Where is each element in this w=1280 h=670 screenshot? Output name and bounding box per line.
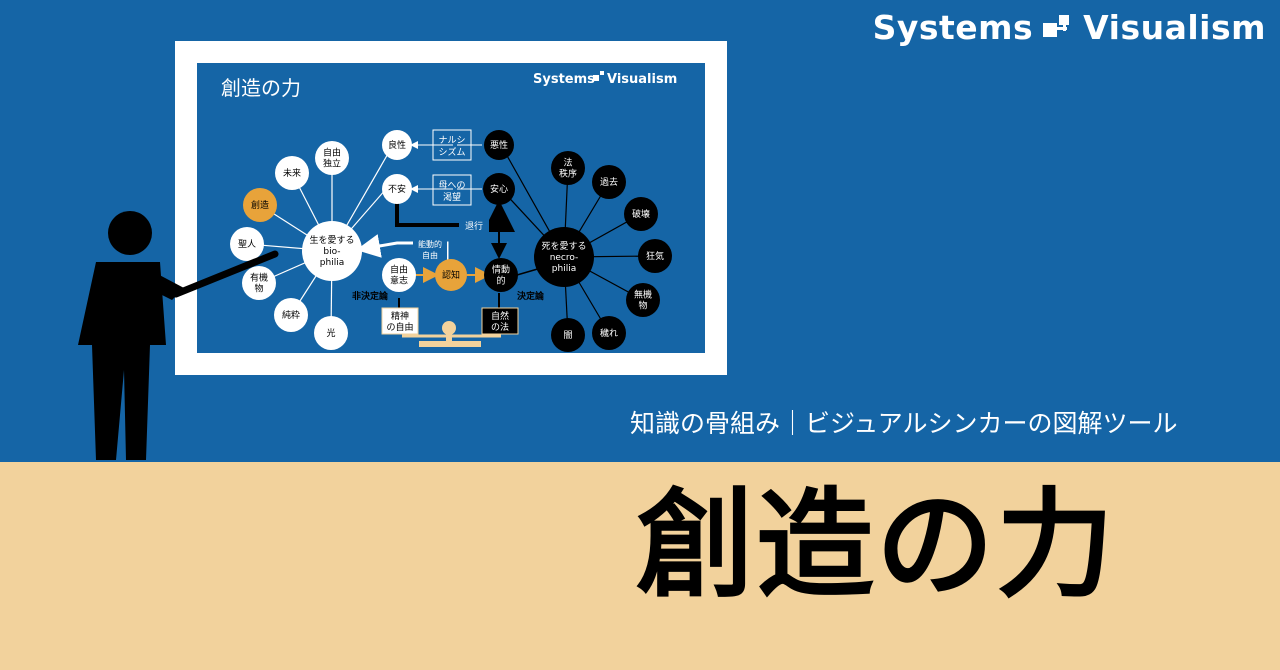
svg-text:意志: 意志 [390, 275, 408, 287]
svg-text:情動: 情動 [492, 264, 510, 276]
balance-scale-icon [381, 293, 519, 347]
svg-text:聖人: 聖人 [238, 239, 256, 250]
svg-text:不安: 不安 [388, 183, 406, 195]
svg-text:良性: 良性 [388, 139, 406, 151]
page-title: 創造の力 [636, 476, 1117, 614]
svg-text:悪性: 悪性 [490, 139, 508, 151]
svg-text:穢れ: 穢れ [600, 327, 618, 339]
slide-brand-left: Systems [533, 72, 595, 87]
necro-node: 無機物 [626, 283, 660, 317]
bio-node: 聖人 [230, 227, 264, 261]
safety-node: 安心 [483, 173, 515, 205]
brand-name-right: Visualism [1083, 8, 1266, 47]
bio-node: 純粋 [274, 298, 308, 332]
svg-text:秩序: 秩序 [559, 168, 577, 180]
narcissism-box [432, 129, 472, 161]
svg-text:光: 光 [326, 327, 335, 339]
svg-text:ナルシ: ナルシ [438, 135, 465, 146]
necro-node: 破壊 [624, 197, 658, 231]
emotional-node: 情動的 [484, 258, 518, 292]
svg-text:生を愛する: 生を愛する [309, 234, 354, 246]
brand-mark-icon [1041, 13, 1075, 43]
non-determinism-label: 非決定論 [352, 290, 389, 302]
presentation-board: 創造の力 Systems Visualism [175, 41, 727, 375]
svg-text:未来: 未来 [283, 167, 301, 179]
svg-text:能動的: 能動的 [418, 239, 442, 249]
necro-node: 過去 [592, 165, 626, 199]
svg-text:独立: 独立 [323, 158, 341, 170]
svg-text:死を愛する: 死を愛する [541, 240, 586, 252]
svg-text:necro-: necro- [550, 253, 579, 263]
svg-text:安心: 安心 [490, 183, 508, 195]
svg-text:過去: 過去 [600, 176, 618, 188]
svg-text:philia: philia [552, 264, 576, 274]
slide-brand-mark-icon [593, 75, 599, 81]
good-node: 良性 [382, 130, 412, 160]
svg-text:bio-: bio- [323, 247, 340, 257]
svg-text:自由: 自由 [323, 147, 341, 159]
svg-text:の法: の法 [491, 321, 509, 333]
bio-node: 未来 [275, 156, 309, 190]
svg-text:自然: 自然 [491, 310, 509, 322]
mother-longing-box [432, 174, 472, 206]
svg-text:法: 法 [563, 157, 572, 169]
svg-text:物: 物 [254, 283, 263, 295]
svg-text:純粋: 純粋 [282, 309, 300, 321]
slide-title: 創造の力 [221, 76, 301, 100]
tagline: 知識の骨組み｜ビジュアルシンカーの図解ツール [630, 409, 1178, 438]
presenter-figure-icon [78, 211, 279, 460]
svg-text:闇: 闇 [563, 330, 572, 341]
svg-text:無機: 無機 [634, 289, 652, 301]
svg-text:的: 的 [496, 275, 505, 287]
necro-node: 闇 [551, 318, 585, 352]
bio-node: 創造 [243, 188, 277, 222]
svg-text:精神: 精神 [391, 310, 409, 322]
title-band [0, 462, 1280, 670]
bio-node: 光 [314, 316, 348, 350]
svg-text:シズム: シズム [438, 146, 465, 158]
svg-text:認知: 認知 [442, 269, 460, 281]
brand-logo: Systems Visualism [873, 8, 1266, 47]
svg-text:母への: 母への [438, 180, 465, 191]
svg-text:philia: philia [320, 258, 344, 268]
svg-text:の自由: の自由 [386, 321, 413, 333]
diagram-canvas: 創造の力 Systems Visualism [221, 71, 677, 352]
svg-text:有機: 有機 [250, 272, 268, 284]
svg-text:自由: 自由 [422, 250, 438, 260]
svg-text:破壊: 破壊 [632, 208, 650, 220]
brand-name-left: Systems [872, 8, 1034, 47]
regression-path [395, 200, 515, 232]
regression-label: 退行 [465, 220, 483, 232]
slide-brand-right: Visualism [607, 72, 677, 87]
diagram-slide: 創造の力 Systems Visualism [197, 63, 705, 353]
bad-node: 悪性 [484, 130, 514, 160]
necro-node: 法秩序 [551, 151, 585, 185]
svg-text:自由: 自由 [390, 264, 408, 276]
anxiety-node: 不安 [382, 174, 412, 204]
svg-text:渇望: 渇望 [443, 191, 461, 203]
cognition-node: 認知 [435, 259, 467, 291]
svg-text:物: 物 [638, 300, 647, 312]
diagram-nodes: 自由独立未来創造聖人有機物純粋光生を愛するbio-philia法秩序過去破壊狂気… [230, 130, 672, 352]
svg-text:創造: 創造 [251, 199, 269, 211]
necro-node: 穢れ [592, 316, 626, 350]
svg-text:狂気: 狂気 [646, 250, 664, 262]
necro-node: 狂気 [638, 239, 672, 273]
determinism-label: 決定論 [517, 290, 545, 302]
bio-node: 有機物 [242, 266, 276, 300]
